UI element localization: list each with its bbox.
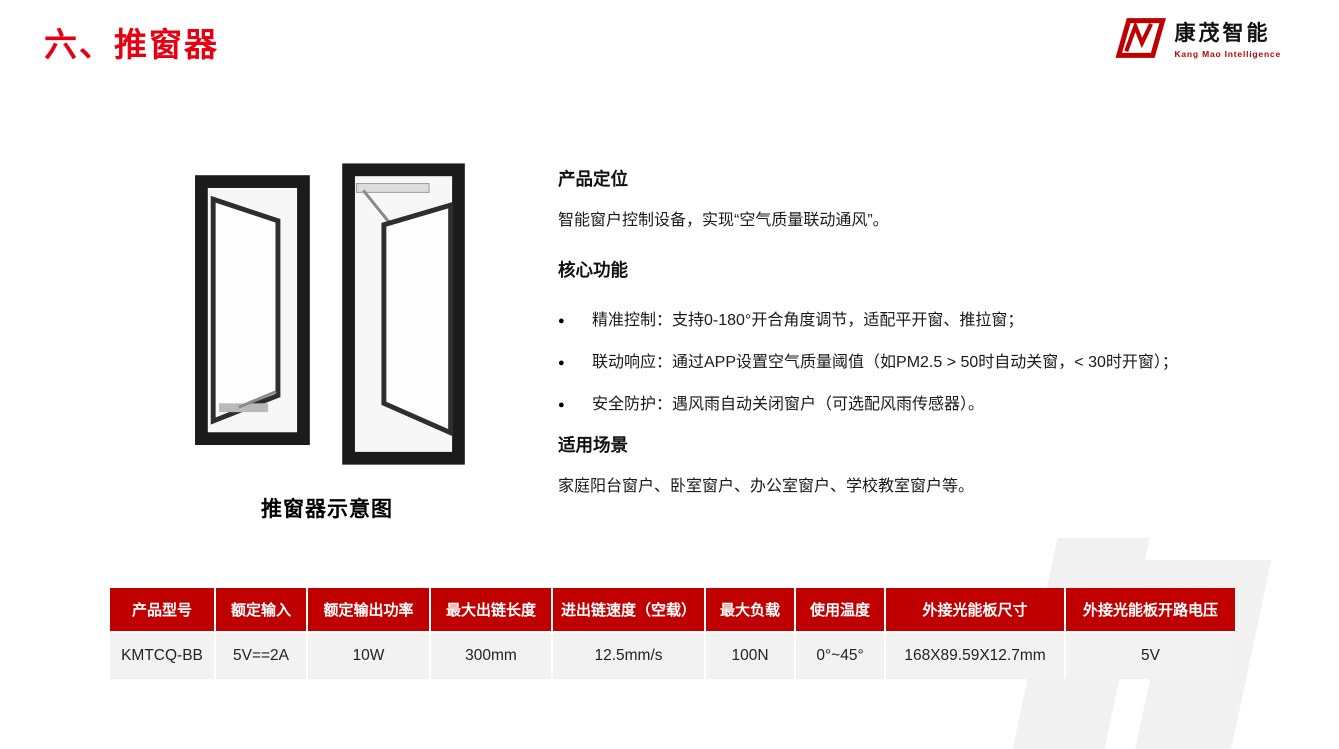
section-heading-functions: 核心功能	[558, 260, 628, 280]
spec-value-cell: 100N	[704, 631, 796, 679]
right-window	[342, 163, 465, 465]
spec-value-cell: 12.5mm/s	[551, 631, 706, 679]
spec-header-cell: 进出链速度（空载）	[551, 588, 706, 633]
spec-header-cell: 额定输入	[214, 588, 308, 633]
brand-tagline: Kang Mao Intelligence	[1174, 49, 1281, 59]
section-heading-scenarios: 适用场景	[558, 435, 628, 455]
bullet-icon: ●	[558, 399, 565, 411]
spec-header-cell: 产品型号	[110, 588, 216, 633]
spec-header-cell: 额定输出功率	[306, 588, 431, 633]
figure-caption: 推窗器示意图	[261, 498, 393, 521]
brand-name: 康茂智能	[1174, 22, 1271, 45]
spec-header-cell: 外接光能板开路电压	[1064, 588, 1235, 633]
spec-header-cell: 最大负载	[704, 588, 796, 633]
spec-header-row: 产品型号 额定输入 额定输出功率 最大出链长度 进出链速度（空载） 最大负载 使…	[110, 588, 1235, 633]
page-title: 六、推窗器	[44, 26, 219, 63]
window-opener-illustration	[195, 163, 465, 465]
spec-header-cell: 外接光能板尺寸	[884, 588, 1066, 633]
spec-value-cell: 0°~45°	[794, 631, 886, 679]
list-item: ● 联动响应：通过APP设置空气质量阈值（如PM2.5 > 50时自动关窗，< …	[558, 342, 1223, 384]
spec-value-cell: KMTCQ-BB	[110, 631, 216, 679]
product-details: 产品定位 智能窗户控制设备，实现“空气质量联动通风”。 核心功能 ● 精准控制：…	[558, 166, 1223, 523]
list-item: ● 安全防护：遇风雨自动关闭窗户（可选配风雨传感器）。	[558, 384, 1223, 426]
bullet-text: 联动响应：通过APP设置空气质量阈值（如PM2.5 > 50时自动关窗，< 30…	[592, 354, 1178, 371]
scenarios-text: 家庭阳台窗户、卧室窗户、办公室窗户、学校教室窗户等。	[558, 478, 975, 495]
list-item: ● 精准控制：支持0-180°开合角度调节，适配平开窗、推拉窗；	[558, 300, 1223, 342]
spec-header-cell: 使用温度	[794, 588, 886, 633]
spec-value-cell: 10W	[306, 631, 431, 679]
spec-header-cell: 最大出链长度	[429, 588, 553, 633]
bullet-text: 精准控制：支持0-180°开合角度调节，适配平开窗、推拉窗；	[592, 312, 1024, 329]
spec-value-cell: 5V==2A	[214, 631, 308, 679]
spec-value-cell: 168X89.59X12.7mm	[884, 631, 1066, 679]
spec-value-cell: 5V	[1064, 631, 1235, 679]
kangmao-logo-icon	[1115, 18, 1167, 58]
functions-list: ● 精准控制：支持0-180°开合角度调节，适配平开窗、推拉窗； ● 联动响应：…	[558, 300, 1223, 426]
spec-value-cell: 300mm	[429, 631, 553, 679]
left-window	[195, 175, 310, 446]
brand-text: 康茂智能 Kang Mao Intelligence	[1174, 17, 1281, 59]
spec-table: 产品型号 额定输入 额定输出功率 最大出链长度 进出链速度（空载） 最大负载 使…	[110, 588, 1235, 679]
positioning-text: 智能窗户控制设备，实现“空气质量联动通风”。	[558, 212, 889, 229]
product-figure: 推窗器示意图	[172, 160, 482, 523]
bullet-text: 安全防护：遇风雨自动关闭窗户（可选配风雨传感器）。	[592, 396, 985, 413]
spec-value-row: KMTCQ-BB 5V==2A 10W 300mm 12.5mm/s 100N …	[110, 631, 1235, 679]
section-heading-positioning: 产品定位	[558, 169, 628, 189]
brand-logo: 康茂智能 Kang Mao Intelligence	[1108, 14, 1281, 62]
bullet-icon: ●	[558, 315, 565, 327]
bullet-icon: ●	[558, 357, 565, 369]
